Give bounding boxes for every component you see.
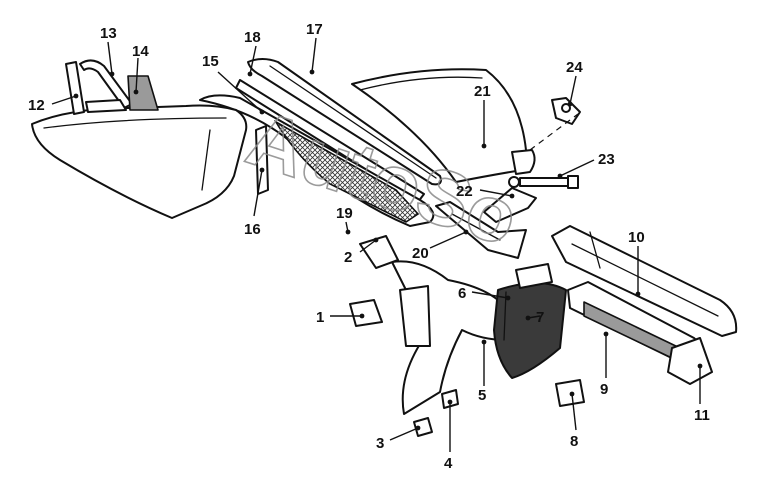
callout-21: 21 bbox=[474, 83, 491, 100]
side-brackets-part bbox=[65, 59, 159, 115]
callout-4: 4 bbox=[444, 455, 453, 472]
callout-10: 10 bbox=[628, 229, 645, 246]
callout-11: 11 bbox=[694, 407, 710, 424]
callout-18: 18 bbox=[244, 29, 261, 46]
callout-19: 19 bbox=[336, 205, 353, 222]
clip-part-3 bbox=[413, 417, 433, 437]
windscreen-trim-part bbox=[435, 201, 527, 259]
hood-frame-part bbox=[199, 94, 435, 227]
leader-lines bbox=[51, 37, 703, 452]
callout-16: 16 bbox=[244, 221, 261, 238]
callout-5: 5 bbox=[478, 387, 486, 404]
callout-3: 3 bbox=[376, 435, 384, 452]
hinge-bracket-part bbox=[483, 187, 537, 223]
callout-12: 12 bbox=[28, 97, 45, 114]
callout-2: 2 bbox=[344, 249, 352, 266]
callout-22: 22 bbox=[456, 183, 473, 200]
callout-13: 13 bbox=[100, 25, 117, 42]
grommet-part-1 bbox=[349, 299, 383, 327]
callout-14: 14 bbox=[132, 43, 149, 60]
callout-1: 1 bbox=[316, 309, 324, 326]
left-post-part bbox=[255, 125, 269, 195]
cross-member-upper-part bbox=[551, 225, 738, 337]
callout-9: 9 bbox=[600, 381, 608, 398]
upper-trim-strip-part bbox=[235, 58, 442, 203]
cross-member-lower-part bbox=[567, 281, 713, 385]
bulkhead-part bbox=[493, 263, 567, 379]
callout-24: 24 bbox=[566, 59, 583, 76]
callout-8: 8 bbox=[570, 433, 578, 450]
callout-23: 23 bbox=[598, 151, 615, 168]
gas-strut-part bbox=[508, 175, 579, 189]
roof-panel-part bbox=[31, 104, 248, 219]
callout-17: 17 bbox=[306, 21, 323, 38]
callout-7: 7 bbox=[536, 309, 544, 326]
plug-part-4 bbox=[441, 389, 459, 409]
callout-20: 20 bbox=[412, 245, 429, 262]
clip-part bbox=[551, 97, 581, 125]
callout-6: 6 bbox=[458, 285, 466, 302]
wheel-arch-part bbox=[359, 235, 513, 415]
callout-15: 15 bbox=[202, 53, 219, 70]
trunk-lid-part bbox=[351, 68, 536, 183]
callout-labels: 1 2 3 4 5 6 7 8 9 10 11 12 13 14 15 16 1… bbox=[28, 21, 710, 472]
